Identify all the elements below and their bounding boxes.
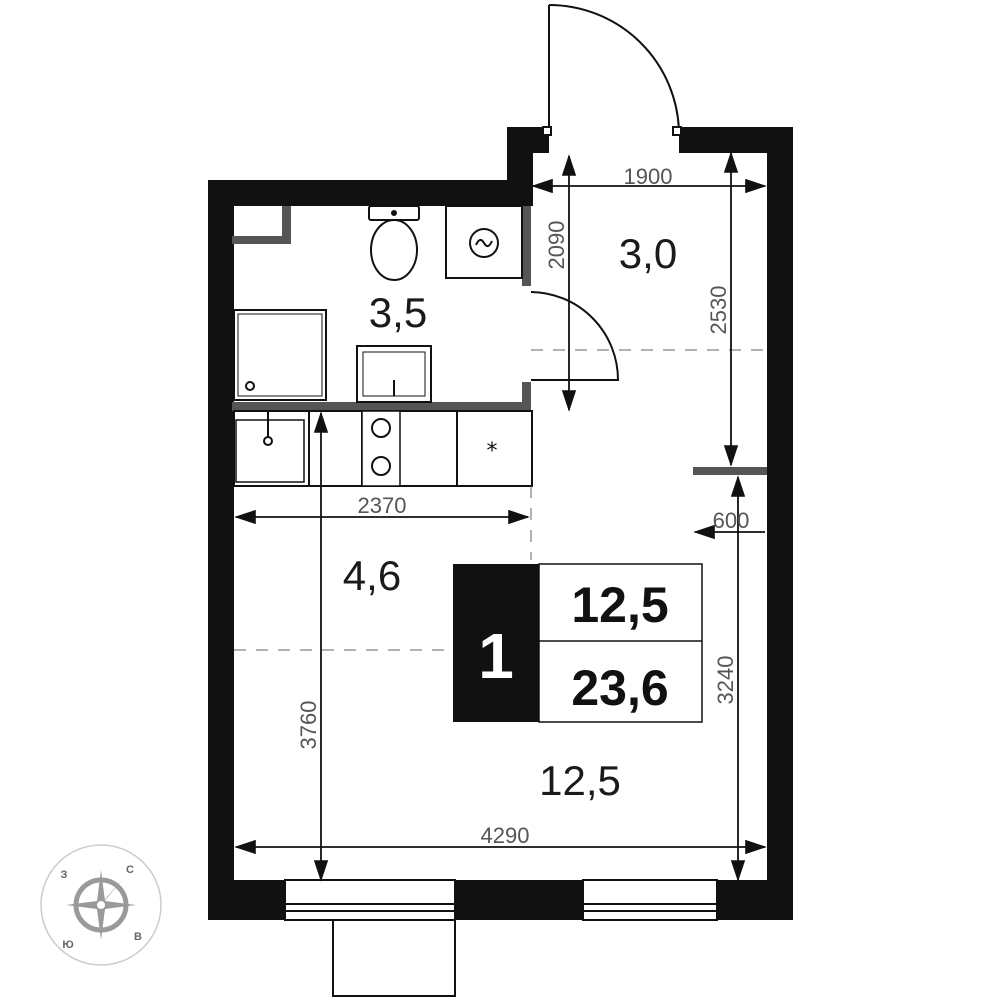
dim-room-depth-right: 3240	[713, 656, 738, 705]
dim-total-width: 4290	[481, 823, 530, 848]
exterior-walls	[208, 127, 793, 920]
toilet	[368, 205, 420, 281]
room-count: 1	[478, 620, 514, 692]
compass-rose	[40, 844, 162, 966]
total-area-value: 23,6	[571, 660, 668, 716]
washing-machine	[445, 205, 523, 279]
bathroom-sink	[356, 345, 432, 403]
windows	[284, 879, 718, 997]
compass-south: Ю	[62, 939, 73, 951]
area-kitchen: 4,6	[343, 552, 401, 599]
dim-bath-depth: 2090	[544, 221, 569, 270]
compass-west: З	[61, 869, 68, 881]
fridge-snowflake-icon: *	[487, 439, 498, 464]
compass-east: В	[134, 931, 142, 943]
shower-tray	[233, 309, 327, 401]
dim-kitchen-width: 2370	[358, 493, 407, 518]
area-living-room: 12,5	[539, 757, 621, 804]
area-vestibule: 3,0	[619, 230, 677, 277]
dim-room-depth-left: 3760	[296, 701, 321, 750]
bathroom-door	[530, 291, 620, 381]
area-bathroom: 3,5	[369, 289, 427, 336]
compass-north: С	[126, 864, 134, 876]
dim-vestibule-width: 1900	[624, 164, 673, 189]
dim-balcony-step: 600	[713, 508, 750, 533]
dimension-lines	[234, 151, 767, 882]
partitions	[232, 206, 767, 475]
kitchen-counter	[233, 410, 533, 487]
dim-vestibule-depth: 2530	[706, 286, 731, 335]
living-area-value: 12,5	[571, 577, 668, 633]
entry-door	[542, 4, 682, 136]
summary-box	[453, 563, 703, 723]
zone-dividers	[234, 349, 767, 651]
